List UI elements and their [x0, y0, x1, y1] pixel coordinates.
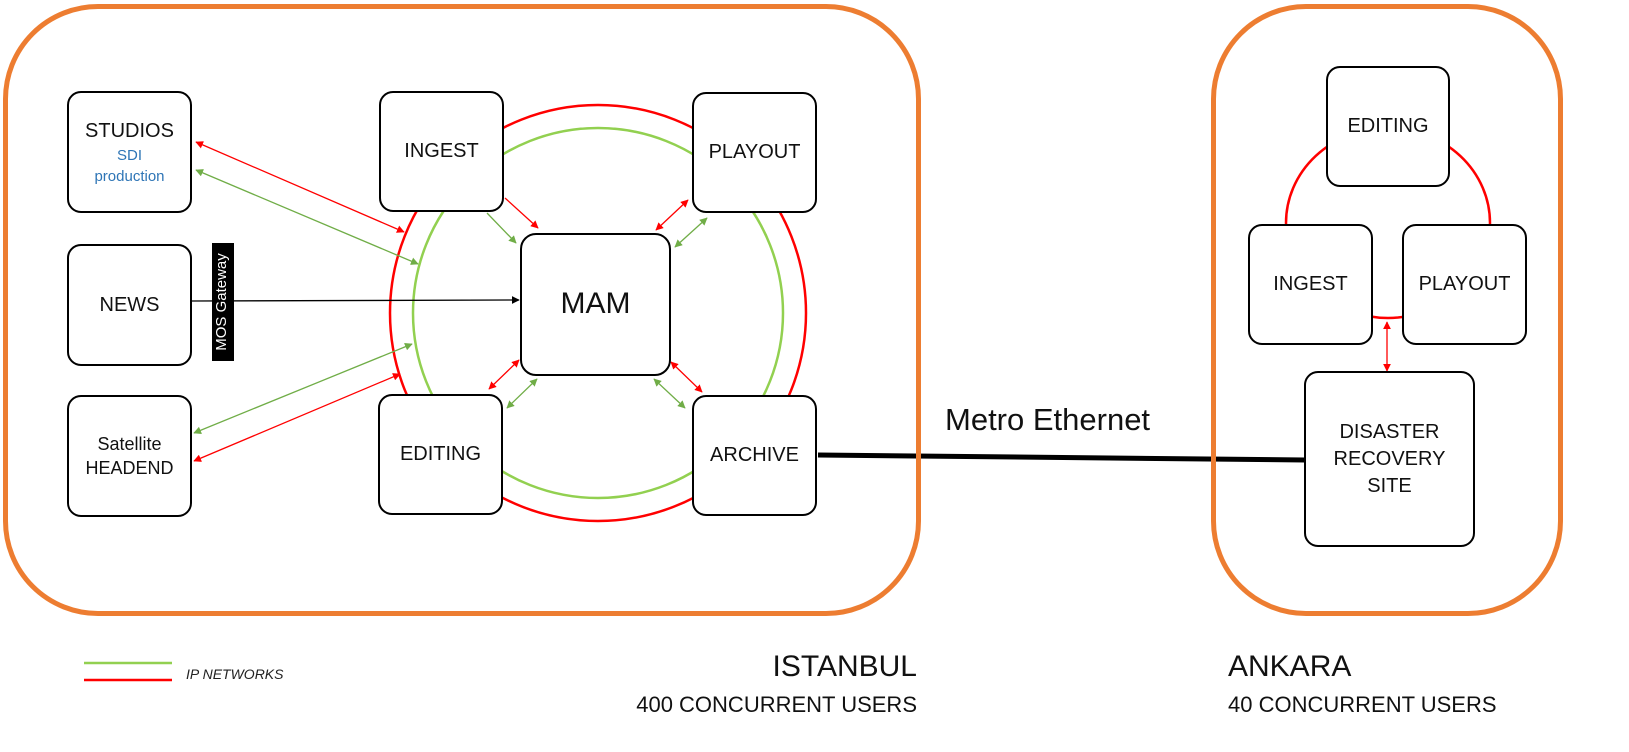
- dr-line1: DISASTER: [1339, 420, 1440, 443]
- metro-ethernet-label: Metro Ethernet: [945, 402, 1151, 437]
- dr-line3: SITE: [1367, 474, 1412, 497]
- studios-sub2: production: [94, 167, 165, 185]
- archive-mam-red: [670, 361, 703, 393]
- archive-node: ARCHIVE: [692, 395, 817, 516]
- ingest-node: INGEST: [379, 91, 504, 212]
- ankara-playout-node: PLAYOUT: [1402, 224, 1527, 345]
- disaster-recovery-node: DISASTER RECOVERY SITE: [1304, 371, 1475, 547]
- playout-mam-red: [655, 199, 689, 231]
- metro-ethernet-link: [817, 452, 1306, 463]
- istanbul-city: ISTANBUL: [772, 650, 917, 683]
- editing-mam-red: [488, 359, 520, 390]
- satellite-line1: Satellite: [97, 433, 162, 454]
- satellite-node: Satellite HEADEND: [67, 395, 192, 517]
- archive-mam-green: [653, 378, 686, 409]
- ankara-region: [1211, 4, 1563, 616]
- studios-label: STUDIOS: [85, 119, 174, 142]
- ingest-mam-red: [504, 197, 539, 229]
- ankara-editing-node: EDITING: [1326, 66, 1450, 187]
- istanbul-region: [3, 4, 921, 616]
- istanbul-users: 400 CONCURRENT USERS: [636, 692, 917, 717]
- playout-node: PLAYOUT: [692, 92, 817, 213]
- ingest-label: INGEST: [404, 140, 479, 162]
- news-label: NEWS: [99, 293, 160, 316]
- dr-line2: RECOVERY: [1333, 447, 1446, 470]
- red-ip-ring: [388, 103, 808, 523]
- news-node: NEWS: [67, 244, 192, 366]
- ankara-playout-label: PLAYOUT: [1418, 273, 1511, 295]
- editing-mam-green: [506, 378, 538, 409]
- mam-node: MAM: [520, 233, 671, 376]
- green-ip-ring: [411, 126, 785, 500]
- editing-node: EDITING: [378, 394, 503, 515]
- ankara-users: 40 CONCURRENT USERS: [1228, 692, 1497, 717]
- ankara-city: ANKARA: [1228, 650, 1352, 683]
- playout-label: PLAYOUT: [708, 141, 801, 163]
- mam-label: MAM: [560, 287, 631, 321]
- ankara-ingest-node: INGEST: [1248, 224, 1373, 345]
- satellite-red-link: [193, 373, 401, 462]
- ingest-mam-green: [486, 212, 517, 244]
- news-mam-link: [191, 296, 520, 304]
- satellite-line2: HEADEND: [85, 458, 174, 478]
- ankara-editing-label: EDITING: [1347, 115, 1429, 137]
- mos-gateway-label: MOS Gateway: [212, 243, 234, 361]
- studios-node: STUDIOS SDI production: [67, 91, 192, 213]
- editing-label: EDITING: [399, 443, 482, 465]
- legend-label: IP NETWORKS: [186, 666, 284, 682]
- ankara-ingest-label: INGEST: [1273, 273, 1348, 295]
- studios-green-link: [195, 169, 419, 265]
- playout-mam-green: [674, 217, 708, 248]
- archive-label: ARCHIVE: [710, 444, 799, 466]
- studios-sub1: SDI: [116, 146, 142, 164]
